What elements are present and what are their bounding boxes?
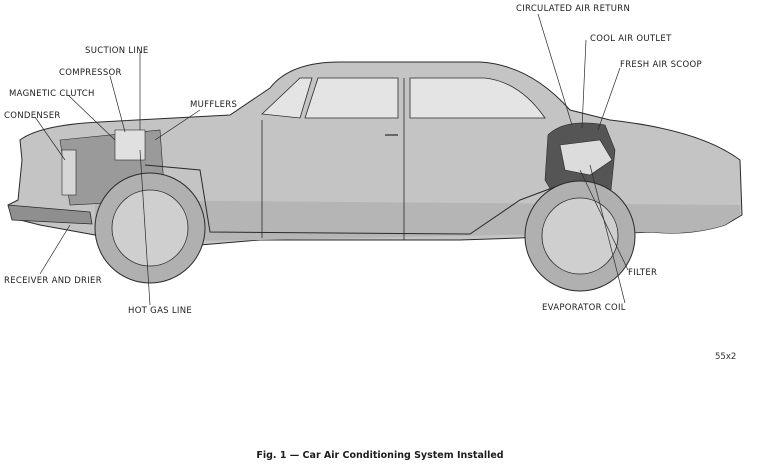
label-evaporator-coil: EVAPORATOR COIL [542,303,626,313]
label-fresh-air-scoop: FRESH AIR SCOOP [620,60,702,70]
label-mufflers: MUFFLERS [190,100,238,110]
condenser-block [61,149,77,196]
refrigerant-line [144,164,561,235]
leader-lines [34,13,629,306]
front-window [304,77,399,119]
figure-caption: Fig. 1 — Car Air Conditioning System Ins… [256,450,504,461]
label-magnetic-clutch: MAGNETIC CLUTCH [9,89,95,99]
label-filter: FILTER [628,268,658,278]
front-wheel-rim [111,189,189,267]
label-suction-line: SUCTION LINE [85,46,149,56]
rear-window [409,77,546,119]
label-hot-gas-line: HOT GAS LINE [128,306,193,316]
compressor-block [114,129,146,161]
label-condenser: CONDENSER [4,111,61,121]
windshield [261,77,313,119]
label-compressor: COMPRESSOR [59,68,122,78]
rear-wheel-rim [541,197,619,275]
front-bumper [7,204,93,225]
label-receiver-and-drier: RECEIVER AND DRIER [4,276,102,286]
evaporator-unit [559,139,613,176]
figure-code: 55x2 [715,352,737,362]
label-circulated-air-return: CIRCULATED AIR RETURN [516,4,631,14]
label-cool-air-outlet: COOL AIR OUTLET [590,34,672,44]
